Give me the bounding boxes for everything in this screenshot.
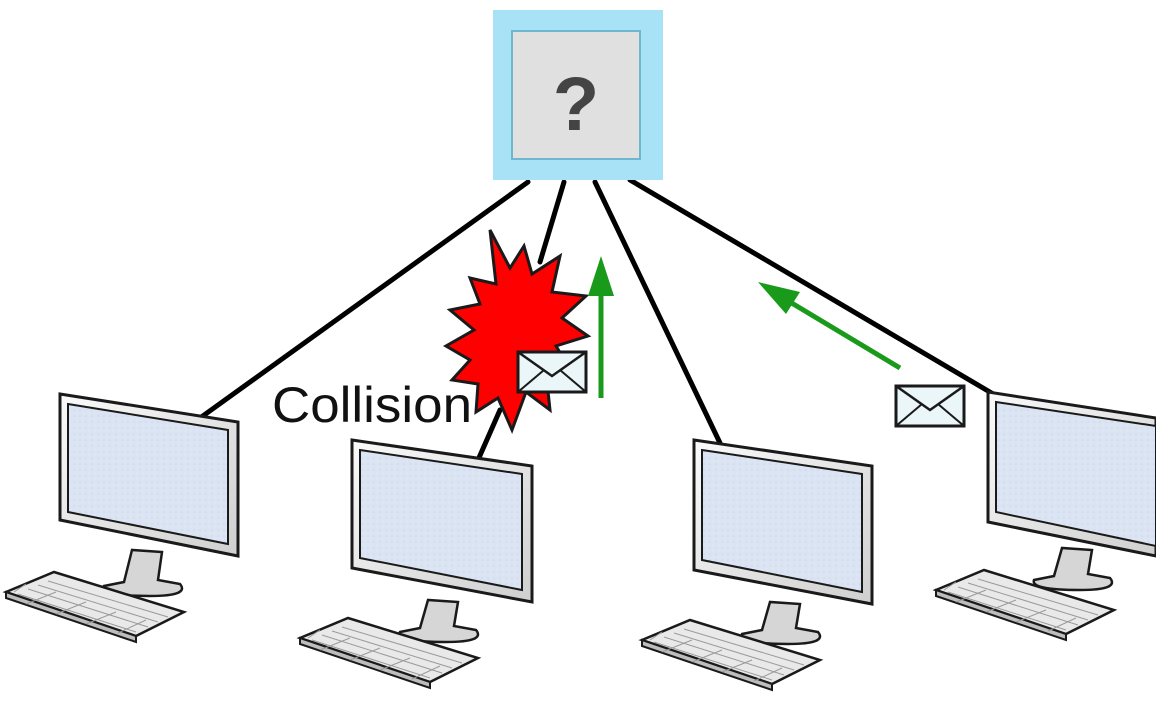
computer-4 [934, 390, 1156, 642]
computer-2-stand [398, 598, 480, 644]
cable-3 [592, 179, 723, 446]
envelope-right-icon [894, 384, 966, 428]
computer-1-stand [102, 548, 184, 598]
computer-2-monitor [350, 438, 534, 604]
transmit-arrow-diagonal-icon [758, 282, 902, 371]
computer-3-monitor [692, 438, 874, 606]
envelope-collision-icon [516, 350, 588, 394]
cable-1 [197, 179, 531, 421]
cables [197, 177, 1003, 463]
computer-4-stand [1032, 546, 1114, 592]
question-mark-icon: ? [553, 62, 599, 147]
collision-label: Collision [272, 377, 472, 433]
computer-3-stand [740, 600, 822, 646]
computer-4-monitor [986, 390, 1156, 558]
cable-4 [627, 177, 1003, 401]
transmit-arrow-up-icon [588, 256, 614, 398]
unknown-device: ? [493, 10, 663, 180]
device-body [511, 30, 641, 160]
computer-1 [4, 392, 240, 644]
computer-2 [298, 438, 534, 690]
computer-1-monitor [58, 392, 240, 558]
computer-3 [640, 438, 874, 692]
cable-2-lower [475, 407, 503, 463]
cable-2-upper [537, 179, 567, 265]
